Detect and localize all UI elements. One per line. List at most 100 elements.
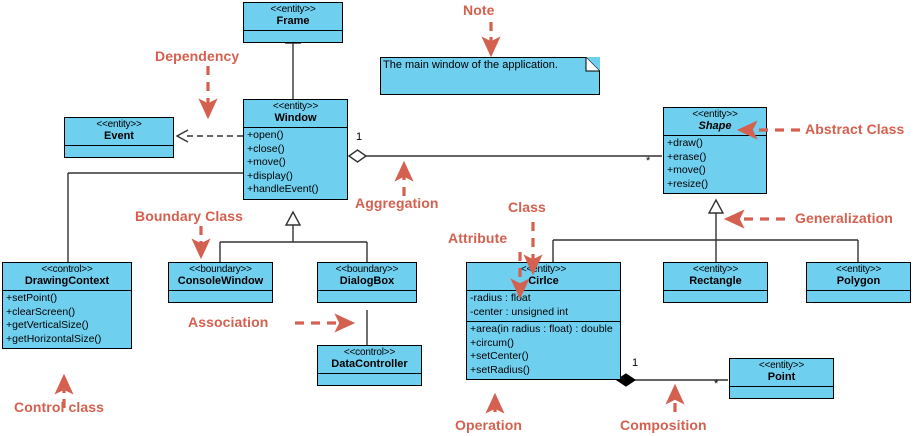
multiplicity-window-shape-source: 1 — [356, 131, 363, 143]
class-stereotype: <<entity>> — [270, 4, 316, 15]
class-stereotype: <<entity>> — [96, 119, 142, 130]
note-text: The main window of the application. — [383, 59, 558, 71]
class-name: Point — [767, 370, 796, 383]
class-name: DrawingContext — [24, 274, 110, 287]
class-member: +draw() — [667, 137, 703, 150]
class-member: +circum() — [470, 336, 515, 349]
annotation-label-control-class: Control class — [14, 399, 104, 415]
class-name: Cirlce — [528, 274, 559, 287]
class-box-polygon[interactable]: <<entity>> Polygon — [806, 262, 911, 304]
class-stereotype: <<entity>> — [835, 264, 882, 275]
class-box-consolewindow[interactable]: <<boundary>> ConsoleWindow — [168, 262, 273, 304]
class-attributes-compartment — [664, 290, 767, 302]
multiplicity-circle-point-source: 1 — [632, 357, 639, 369]
annotation-label-note: Note — [463, 2, 495, 18]
class-name: ConsoleWindow — [177, 274, 264, 287]
class-name: Shape — [698, 119, 732, 132]
class-box-circle[interactable]: <<entity>> Cirlce -radius : float -cente… — [466, 262, 621, 381]
class-name: DialogBox — [339, 274, 395, 287]
class-box-window[interactable]: <<entity>> Window +open() +close() +move… — [243, 99, 348, 200]
class-member: +area(in radius : float) : double — [470, 323, 613, 336]
class-box-event[interactable]: <<entity>> Event — [64, 117, 174, 159]
class-member: +getVerticalSize() — [6, 319, 89, 332]
class-box-datacontroller[interactable]: <<control>> DataController — [317, 345, 422, 387]
class-stereotype: <<control>> — [41, 264, 93, 275]
class-header-shape: <<entity>> Shape — [664, 108, 766, 135]
class-header-point: <<entity>> Point — [730, 359, 833, 386]
class-stereotype: <<entity>> — [758, 360, 805, 371]
class-box-frame[interactable]: <<entity>> Frame — [243, 2, 343, 44]
aggregation-diamond — [347, 149, 368, 163]
class-box-dialogbox[interactable]: <<boundary>> DialogBox — [317, 262, 417, 304]
class-name: Polygon — [836, 274, 881, 287]
multiplicity-window-shape-target: * — [646, 155, 651, 167]
class-member: +move() — [247, 156, 286, 169]
class-header-circle: <<entity>> Cirlce — [467, 263, 620, 290]
class-header-polygon: <<entity>> Polygon — [807, 263, 910, 290]
note-box[interactable]: The main window of the application. — [380, 57, 600, 95]
class-stereotype: <<boundary>> — [189, 264, 252, 275]
class-operations-compartment: +area(in radius : float) : double +circu… — [467, 321, 620, 379]
class-attributes-compartment — [318, 373, 421, 385]
dependency-window-event-arrowhead — [175, 129, 189, 143]
class-member: +setRadius() — [470, 363, 530, 376]
class-header-dialogbox: <<boundary>> DialogBox — [318, 263, 416, 290]
multiplicity-circle-point-target: * — [714, 378, 719, 390]
annotation-label-generalization: Generalization — [795, 210, 893, 226]
class-member: +erase() — [667, 150, 707, 163]
class-attributes-compartment — [244, 30, 342, 42]
class-header-rectangle: <<entity>> Rectangle — [664, 263, 767, 290]
class-box-point[interactable]: <<entity>> Point — [729, 358, 834, 400]
class-stereotype: <<entity>> — [692, 264, 739, 275]
class-attributes-compartment — [65, 145, 173, 157]
class-member: +setPoint() — [6, 292, 58, 305]
class-attributes-compartment — [807, 290, 910, 302]
class-member: +resize() — [667, 177, 709, 190]
class-member: +setCenter() — [470, 350, 529, 363]
class-header-frame: <<entity>> Frame — [244, 3, 342, 30]
annotation-label-class: Class — [508, 199, 546, 215]
class-header-consolewindow: <<boundary>> ConsoleWindow — [169, 263, 272, 290]
class-member: +getHorizontalSize() — [6, 332, 102, 345]
class-stereotype: <<entity>> — [272, 101, 319, 112]
composition-diamond — [615, 373, 637, 387]
class-name: Window — [274, 111, 317, 124]
class-member: -center : unsigned int — [470, 305, 569, 318]
class-operations-compartment: +setPoint() +clearScreen() +getVerticalS… — [3, 290, 131, 348]
class-name: Event — [104, 129, 134, 142]
generalization-shape-arrowhead — [707, 198, 725, 214]
class-member: +open() — [247, 129, 284, 142]
annotation-label-composition: Composition — [620, 417, 707, 433]
class-stereotype: <<entity>> — [520, 264, 567, 275]
class-stereotype: <<entity>> — [692, 109, 738, 120]
class-box-drawingcontext[interactable]: <<control>> DrawingContext +setPoint() +… — [2, 262, 132, 350]
annotation-label-dependency: Dependency — [155, 48, 240, 64]
annotation-label-abstract-class: Abstract Class — [805, 121, 905, 137]
class-name: Frame — [276, 14, 310, 27]
class-header-window: <<entity>> Window — [244, 100, 347, 127]
class-box-rectangle[interactable]: <<entity>> Rectangle — [663, 262, 768, 304]
class-member: +display() — [247, 169, 293, 182]
annotation-label-aggregation: Aggregation — [355, 195, 439, 211]
annotation-label-association: Association — [188, 314, 269, 330]
class-header-drawingcontext: <<control>> DrawingContext — [3, 263, 131, 290]
class-header-event: <<entity>> Event — [65, 118, 173, 145]
class-member: +clearScreen() — [6, 305, 76, 318]
class-stereotype: <<control>> — [343, 347, 396, 358]
class-header-datacontroller: <<control>> DataController — [318, 346, 421, 373]
annotation-label-operation: Operation — [455, 417, 523, 433]
annotation-label-attribute: Attribute — [448, 230, 508, 246]
class-member: +close() — [247, 142, 285, 155]
class-attributes-compartment — [169, 290, 272, 302]
class-stereotype: <<boundary>> — [335, 264, 399, 275]
note-shape — [380, 57, 600, 95]
class-name: Rectangle — [689, 274, 742, 287]
class-member: +handleEvent() — [247, 183, 319, 196]
class-operations-compartment: +draw() +erase() +move() +resize() — [664, 135, 766, 193]
class-name: DataController — [331, 357, 408, 370]
annotation-label-boundary-class: Boundary Class — [135, 208, 243, 224]
class-operations-compartment: +open() +close() +move() +display() +han… — [244, 127, 347, 199]
